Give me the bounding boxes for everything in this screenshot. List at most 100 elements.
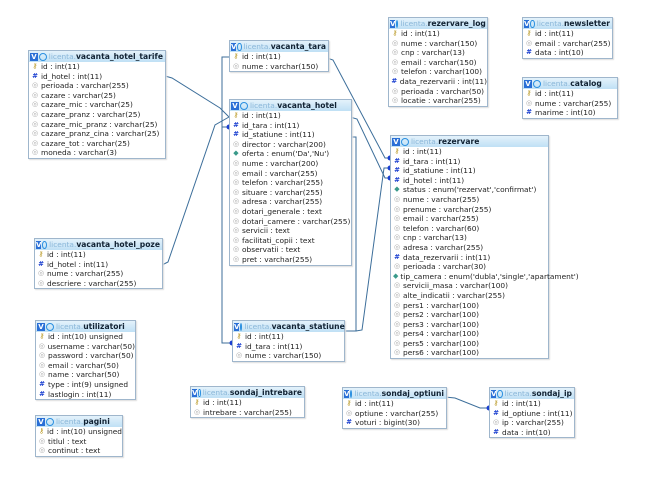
table-options-icon[interactable] — [198, 388, 201, 397]
column-row[interactable]: ◎ cazare : varchar(25) — [29, 91, 165, 101]
table-header[interactable]: V licenta. vacanta_tara — [230, 41, 328, 52]
column-row[interactable]: ◎ nume : varchar(255) — [523, 99, 617, 109]
column-row[interactable]: ◎ pret : varchar(255) — [230, 255, 351, 265]
column-row[interactable]: ◎ servicii : text — [230, 226, 351, 236]
table-rezervare-log[interactable]: V licenta. rezervare_log ⚷ id : int(11) … — [388, 17, 488, 107]
toggle-columns-icon[interactable]: V — [392, 137, 400, 146]
column-row[interactable]: ◎ cazare_pranz_cina : varchar(25) — [29, 129, 165, 139]
column-row[interactable]: ◎ nume : varchar(255) — [35, 269, 162, 279]
column-row[interactable]: ⚷ id : int(11) — [35, 250, 162, 260]
column-row[interactable]: ◎ observatii : text — [230, 245, 351, 255]
table-vacanta-tara[interactable]: V licenta. vacanta_tara ⚷ id : int(11) ◎… — [229, 40, 329, 73]
column-row[interactable]: ◆ tip_camera : enum('dubla','single','ap… — [391, 272, 579, 282]
column-row[interactable]: ⚷ id : int(11) — [490, 399, 574, 409]
table-header[interactable]: V licenta. catalog — [523, 78, 617, 89]
column-row[interactable]: ◎ email : varchar(255) — [523, 39, 612, 49]
column-row[interactable]: ◎ adresa : varchar(255) — [230, 197, 351, 207]
toggle-columns-icon[interactable]: V — [36, 240, 42, 249]
table-options-icon[interactable] — [42, 240, 48, 249]
column-row[interactable]: ◎ cazare_tot : varchar(25) — [29, 139, 165, 149]
column-row[interactable]: ◎ pers6 : varchar(100) — [391, 348, 548, 358]
toggle-columns-icon[interactable]: V — [231, 101, 239, 110]
column-row[interactable]: ◎ perioada : varchar(50) — [389, 87, 487, 97]
column-row[interactable]: ◎ cazare_pranz : varchar(25) — [29, 110, 165, 120]
column-row[interactable]: ⚷ id : int(11) — [389, 29, 487, 39]
table-header[interactable]: V licenta. vacanta_statiune — [233, 321, 345, 332]
column-row[interactable]: ◎ nume : varchar(150) — [233, 351, 344, 361]
table-header[interactable]: V licenta. pagini — [36, 416, 122, 427]
column-row[interactable]: ⚷ id : int(11) — [523, 29, 612, 39]
table-options-icon[interactable] — [46, 417, 54, 426]
column-row[interactable]: # data_rezervarii : int(11) — [389, 77, 487, 87]
column-row[interactable]: ◎ cazare_mic : varchar(25) — [29, 100, 165, 110]
column-row[interactable]: ◎ cnp : varchar(13) — [391, 233, 548, 243]
column-row[interactable]: ◎ nume : varchar(150) — [230, 62, 328, 72]
column-row[interactable]: ◎ email : varchar(50) — [36, 361, 135, 371]
column-row[interactable]: ◎ email : varchar(255) — [391, 214, 548, 224]
column-row[interactable]: # data : int(10) — [490, 428, 574, 438]
toggle-columns-icon[interactable]: V — [231, 42, 237, 51]
table-header[interactable]: V licenta. vacanta_hotel_tarife — [29, 51, 165, 62]
column-row[interactable]: # id_hotel : int(11) — [391, 176, 548, 186]
column-row[interactable]: # id_statiune : int(11) — [391, 166, 548, 176]
table-options-icon[interactable] — [401, 137, 409, 146]
table-header[interactable]: V licenta. rezervare — [391, 136, 548, 147]
column-row[interactable]: ◎ email : varchar(150) — [389, 58, 487, 68]
table-vacanta-statiune[interactable]: V licenta. vacanta_statiune ⚷ id : int(1… — [232, 320, 345, 362]
column-row[interactable]: ◎ nume : varchar(255) — [391, 195, 548, 205]
column-row[interactable]: # id_hotel : int(11) — [29, 72, 165, 82]
column-row[interactable]: ◎ telefon : varchar(100) — [389, 67, 487, 77]
column-row[interactable]: ⚷ id : int(11) — [523, 89, 617, 99]
column-row[interactable]: # data : int(10) — [523, 48, 612, 58]
table-header[interactable]: V licenta. sondaj_optiuni — [343, 388, 446, 399]
table-header[interactable]: V licenta. vacanta_hotel — [230, 100, 351, 111]
toggle-columns-icon[interactable]: V — [524, 19, 530, 28]
column-row[interactable]: # voturi : bigint(30) — [343, 418, 446, 428]
column-row[interactable]: ◎ alte_indicatii : varchar(255) — [391, 291, 548, 301]
table-options-icon[interactable] — [350, 389, 353, 398]
column-row[interactable]: ◎ telefon : varchar(60) — [391, 224, 548, 234]
table-options-icon[interactable] — [240, 101, 248, 110]
column-row[interactable]: ◎ pers2 : varchar(100) — [391, 310, 548, 320]
table-header[interactable]: V licenta. sondaj_ip — [490, 388, 574, 399]
column-row[interactable]: # type : int(9) unsigned — [36, 380, 135, 390]
column-row[interactable]: # marime : int(10) — [523, 108, 617, 118]
column-row[interactable]: ⚷ id : int(11) — [391, 147, 548, 157]
table-catalog[interactable]: V licenta. catalog ⚷ id : int(11) ◎ nume… — [522, 77, 618, 119]
column-row[interactable]: ◎ dotari_camere : varchar(255) — [230, 217, 351, 227]
column-row[interactable]: ◎ optiune : varchar(255) — [343, 409, 446, 419]
column-row[interactable]: # id_optiune : int(11) — [490, 409, 574, 419]
table-header[interactable]: V licenta. vacanta_hotel_poze — [35, 239, 162, 250]
table-sondaj-ip[interactable]: V licenta. sondaj_ip ⚷ id : int(11) # id… — [489, 387, 575, 439]
toggle-columns-icon[interactable]: V — [390, 19, 396, 28]
table-newsletter[interactable]: V licenta. newsletter ⚷ id : int(11) ◎ e… — [522, 17, 613, 59]
table-options-icon[interactable] — [533, 79, 541, 88]
column-row[interactable]: ◎ descriere : varchar(255) — [35, 279, 162, 289]
column-row[interactable]: ⚷ id : int(11) — [230, 52, 328, 62]
column-row[interactable]: ◎ facilitati_copii : text — [230, 236, 351, 246]
column-row[interactable]: # id_tara : int(11) — [391, 157, 548, 167]
column-row[interactable]: ⚷ id : int(11) — [230, 111, 351, 121]
table-options-icon[interactable] — [396, 19, 399, 28]
column-row[interactable]: ◎ pers1 : varchar(100) — [391, 301, 548, 311]
column-row[interactable]: ◎ perioada : varchar(30) — [391, 262, 548, 272]
column-row[interactable]: ◎ cazare_mic_pranz : varchar(25) — [29, 120, 165, 130]
column-row[interactable]: ◎ email : varchar(255) — [230, 169, 351, 179]
table-options-icon[interactable] — [46, 322, 54, 331]
column-row[interactable]: ◎ telefon : varchar(255) — [230, 178, 351, 188]
table-vacanta-hotel-tarife[interactable]: V licenta. vacanta_hotel_tarife ⚷ id : i… — [28, 50, 166, 159]
table-header[interactable]: V licenta. utilizatori — [36, 321, 135, 332]
table-vacanta-hotel[interactable]: V licenta. vacanta_hotel ⚷ id : int(11) … — [229, 99, 352, 266]
toggle-columns-icon[interactable]: V — [30, 52, 38, 61]
column-row[interactable]: ⚷ id : int(11) — [29, 62, 165, 72]
column-row[interactable]: ◎ ip : varchar(255) — [490, 418, 574, 428]
column-row[interactable]: ◎ nume : varchar(200) — [230, 159, 351, 169]
column-row[interactable]: ◎ moneda : varchar(3) — [29, 148, 165, 158]
column-row[interactable]: ◎ locatie : varchar(255) — [389, 96, 487, 106]
column-row[interactable]: ◎ prenume : varchar(255) — [391, 205, 548, 215]
column-row[interactable]: ⚷ id : int(10) unsigned — [36, 332, 135, 342]
column-row[interactable]: ◎ password : varchar(50) — [36, 351, 135, 361]
table-header[interactable]: V licenta. sondaj_intrebare — [191, 387, 304, 398]
table-sondaj-optiuni[interactable]: V licenta. sondaj_optiuni ⚷ id : int(11)… — [342, 387, 447, 429]
column-row[interactable]: ◎ username : varchar(50) — [36, 342, 135, 352]
